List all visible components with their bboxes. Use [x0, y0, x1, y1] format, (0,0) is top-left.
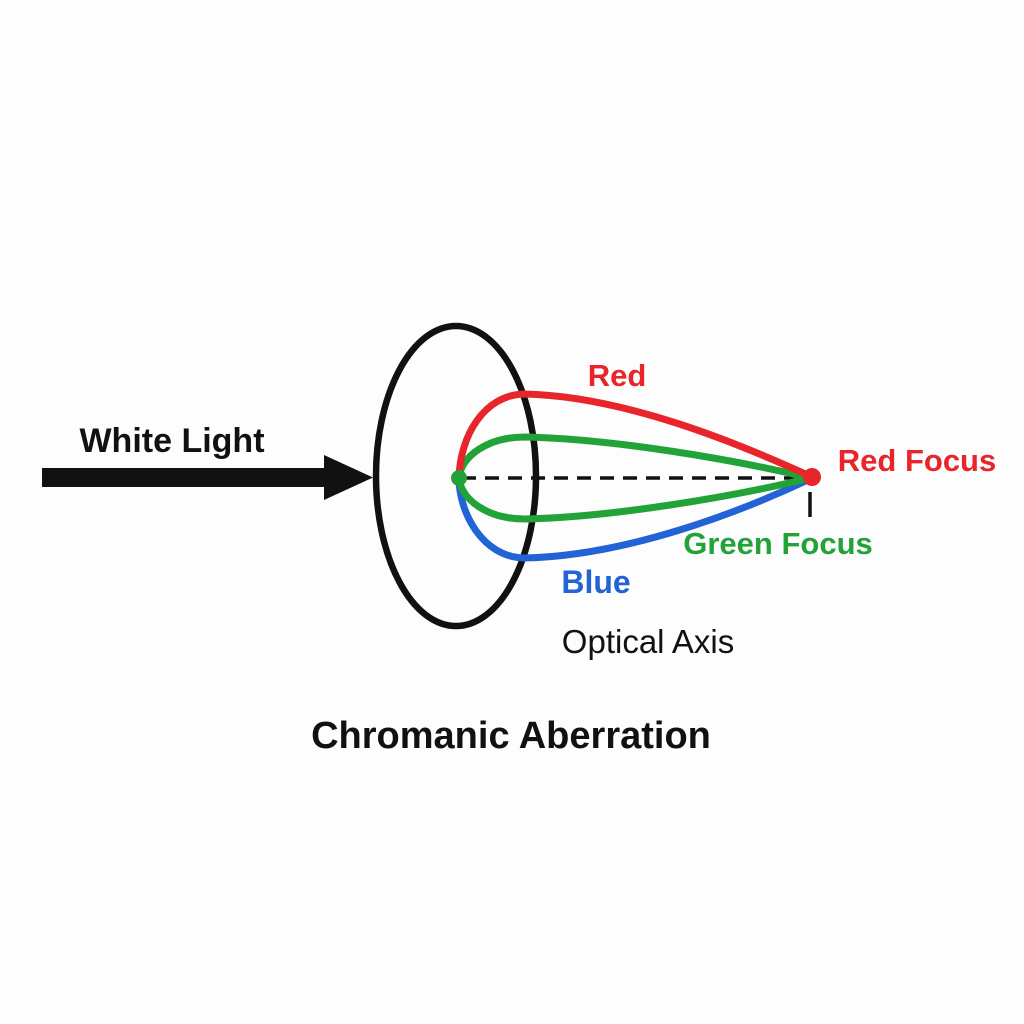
blue-ray-path: [455, 474, 814, 562]
red-focus-label: Red Focus: [838, 443, 996, 478]
blue-ray-label: Blue: [561, 564, 630, 600]
optical-axis-label: Optical Axis: [562, 623, 734, 660]
white-light-arrowhead: [324, 455, 373, 500]
ray-origin-dot: [451, 470, 467, 486]
diagram-title: Chromanic Aberration: [311, 715, 711, 757]
lens-ellipse: [372, 322, 540, 630]
white-light-arrow-icon: [42, 455, 373, 500]
red-ray-path: [455, 390, 816, 482]
green-ray-lower-path: [455, 474, 810, 523]
white-light-label: White Light: [79, 422, 264, 460]
green-ray-upper-path: [455, 433, 810, 482]
red-focus-dot: [803, 468, 821, 486]
red-ray-label: Red: [588, 358, 647, 393]
green-focus-label: Green Focus: [683, 526, 873, 561]
